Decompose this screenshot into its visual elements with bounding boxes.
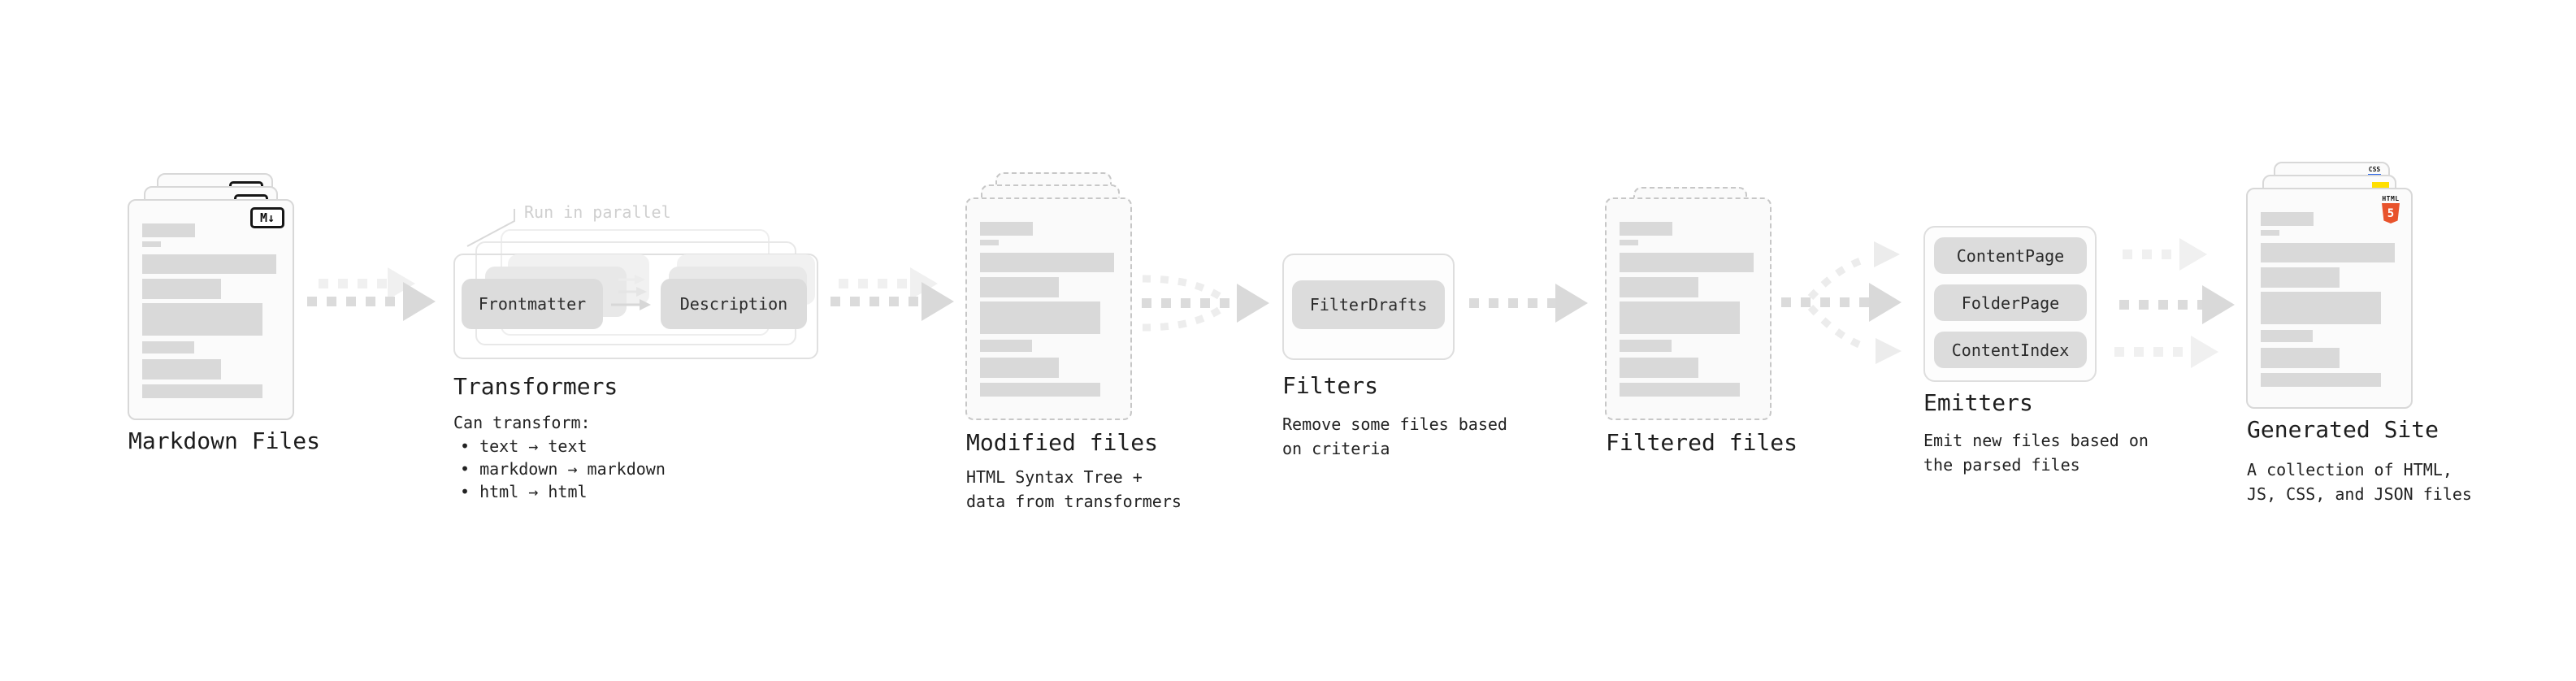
emitters-label: Emitters [1923, 389, 2033, 416]
description-line: JS, CSS, and JSON files [2247, 484, 2472, 504]
css-icon-label: CSS [2368, 166, 2381, 173]
arrow-split-top [1807, 254, 1869, 301]
placeholder-bar [1620, 340, 1672, 352]
description-line: Remove some files based [1282, 414, 1507, 434]
description-line: A collection of HTML, [2247, 460, 2452, 479]
markdown-file-card: M↓ [128, 199, 294, 420]
doc-content-placeholder [129, 201, 293, 419]
placeholder-bar [2261, 243, 2395, 262]
filtered-files-label: Filtered files [1606, 429, 1798, 456]
placeholder-bar [142, 384, 262, 398]
arrow-merge-top [1142, 275, 1226, 302]
placeholder-bar [1620, 240, 1638, 245]
placeholder-bar [980, 340, 1032, 352]
arrowhead [922, 282, 954, 321]
modified-file-card [965, 197, 1132, 420]
placeholder-bar [980, 253, 1114, 272]
run-in-parallel-note: Run in parallel [524, 202, 671, 222]
placeholder-bar [2261, 230, 2279, 236]
transform-bullet: • text → text [460, 436, 588, 456]
placeholder-bar [980, 277, 1059, 297]
description-line: Emit new files based on [1923, 431, 2149, 450]
transformers-label: Transformers [453, 373, 618, 400]
markdown-files-label: Markdown Files [128, 427, 321, 454]
placeholder-bar [1620, 358, 1698, 378]
description-line: HTML Syntax Tree + [966, 467, 1143, 487]
markdown-icon: M↓ [250, 207, 284, 228]
folderpage-pill: FolderPage [1934, 284, 2087, 321]
emitters-description: Emit new files based on the parsed files [1923, 428, 2149, 477]
placeholder-bar [1620, 222, 1672, 236]
placeholder-bar [1620, 253, 1754, 272]
placeholder-bar [1620, 301, 1740, 334]
html5-icon-number: 5 [2387, 206, 2395, 220]
arrowhead [1869, 283, 1902, 322]
markdown-icon-glyph: M↓ [259, 210, 275, 225]
generated-site-label: Generated Site [2247, 416, 2439, 443]
placeholder-bar [2261, 348, 2340, 368]
placeholder-bar [980, 358, 1059, 378]
transform-bullet: • markdown → markdown [460, 459, 666, 479]
filters-description: Remove some files based on criteria [1282, 412, 1507, 461]
html5-icon: HTML 5 [2381, 195, 2400, 223]
placeholder-bar [980, 222, 1033, 236]
placeholder-bar [1620, 277, 1698, 297]
description-line: the parsed files [1923, 455, 2080, 475]
placeholder-bar [142, 303, 262, 336]
placeholder-bar [142, 341, 194, 354]
description-pill: Description [661, 279, 807, 329]
modified-files-description: HTML Syntax Tree + data from transformer… [966, 465, 1182, 514]
placeholder-bar [980, 240, 999, 245]
arrowhead [910, 267, 938, 300]
frontmatter-pill: Frontmatter [462, 279, 603, 329]
arrow-merge-bottom [1142, 304, 1226, 332]
arrowhead [1237, 284, 1269, 323]
description-line: on criteria [1282, 439, 1390, 458]
placeholder-bar [980, 301, 1100, 334]
placeholder-bar [2261, 292, 2381, 324]
placeholder-bar [142, 359, 221, 380]
placeholder-bar [142, 241, 161, 247]
arrowhead [2191, 336, 2218, 368]
placeholder-bar [980, 383, 1100, 397]
arrowhead [403, 282, 436, 321]
arrowhead [1874, 241, 1900, 267]
doc-content-placeholder [1607, 199, 1770, 419]
placeholder-bar [2261, 267, 2340, 288]
doc-content-placeholder [967, 199, 1130, 419]
placeholder-bar [1620, 383, 1740, 397]
transformers-subtitle: Can transform: [453, 413, 591, 432]
contentindex-pill: ContentIndex [1934, 332, 2087, 368]
placeholder-bar [142, 223, 195, 237]
placeholder-bar [142, 279, 221, 299]
filterdrafts-pill: FilterDrafts [1292, 280, 1445, 329]
arrowhead [2202, 285, 2235, 324]
modified-files-label: Modified files [966, 429, 1159, 456]
arrowhead [388, 267, 415, 300]
arrowhead [1876, 338, 1902, 364]
filters-label: Filters [1282, 372, 1379, 399]
filtered-file-card [1605, 197, 1772, 420]
description-line: data from transformers [966, 492, 1182, 511]
placeholder-bar [2261, 330, 2313, 342]
html5-icon-shield: 5 [2382, 203, 2400, 223]
arrowhead [1555, 284, 1588, 323]
placeholder-bar [2261, 373, 2381, 387]
doc-content-placeholder [2248, 189, 2411, 407]
placeholder-bar [142, 254, 276, 274]
js-icon [2372, 182, 2389, 189]
contentpage-pill: ContentPage [1934, 237, 2087, 274]
transform-bullet: • html → html [460, 482, 588, 501]
placeholder-bar [2261, 212, 2314, 226]
transformers-capability-list: • text → text • markdown → markdown • ht… [460, 435, 666, 503]
html5-icon-label: HTML [2382, 195, 2400, 202]
generated-site-description: A collection of HTML, JS, CSS, and JSON … [2247, 458, 2472, 506]
arrowhead [2179, 238, 2207, 271]
arrow-split-bottom [1807, 304, 1869, 352]
generated-html-card: HTML 5 [2246, 188, 2413, 409]
